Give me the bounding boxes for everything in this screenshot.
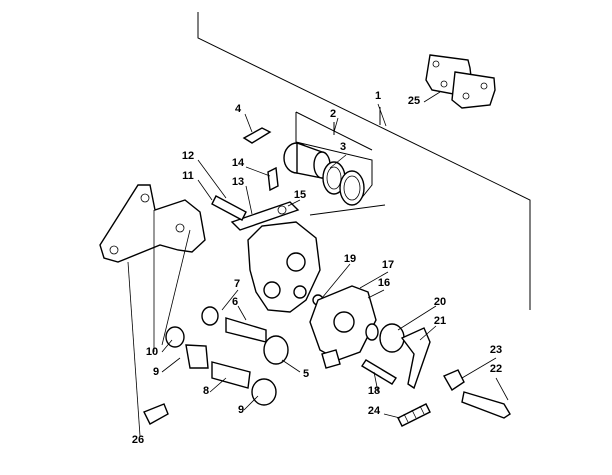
callout-label-16: 16 bbox=[378, 277, 390, 289]
caliper-body bbox=[247, 221, 321, 313]
callout-label-13: 13 bbox=[232, 176, 244, 188]
retaining-pin bbox=[230, 201, 300, 231]
callout-label-18: 18 bbox=[368, 385, 380, 397]
pivot-bolt bbox=[461, 391, 511, 419]
actuator-housing bbox=[309, 285, 377, 369]
callout-label-17: 17 bbox=[382, 259, 394, 271]
callout-label-24: 24 bbox=[368, 405, 381, 417]
callout-label-9: 9 bbox=[238, 404, 244, 416]
actuator-shaft bbox=[365, 323, 405, 353]
nut bbox=[443, 369, 465, 391]
callout-labels: 1234567899101112131415161718192021222324… bbox=[132, 90, 502, 446]
piston bbox=[283, 142, 331, 179]
callout-label-19: 19 bbox=[344, 253, 356, 265]
callout-label-5: 5 bbox=[303, 368, 309, 380]
callout-label-15: 15 bbox=[294, 189, 306, 201]
mounting-bracket bbox=[99, 184, 206, 263]
callout-label-20: 20 bbox=[434, 296, 446, 308]
brake-pads bbox=[425, 54, 496, 109]
callout-label-10: 10 bbox=[146, 346, 158, 358]
brake-lever bbox=[400, 327, 431, 390]
callout-label-9: 9 bbox=[153, 366, 159, 378]
callout-label-7: 7 bbox=[234, 278, 240, 290]
callout-label-1: 1 bbox=[375, 90, 381, 102]
callout-label-14: 14 bbox=[232, 157, 245, 169]
callout-label-4: 4 bbox=[235, 103, 242, 115]
callout-label-25: 25 bbox=[408, 95, 420, 107]
assembly-frame bbox=[197, 12, 531, 310]
seal-rings bbox=[322, 161, 365, 206]
callout-label-21: 21 bbox=[434, 315, 446, 327]
pad-clip bbox=[242, 127, 272, 144]
callout-label-8: 8 bbox=[203, 385, 209, 397]
callout-label-3: 3 bbox=[340, 141, 346, 153]
callout-label-26: 26 bbox=[132, 434, 144, 446]
spring bbox=[397, 403, 431, 427]
callout-label-23: 23 bbox=[490, 344, 502, 356]
callout-label-11: 11 bbox=[182, 170, 194, 182]
callout-label-22: 22 bbox=[490, 363, 502, 375]
bleeder-valve bbox=[267, 166, 279, 192]
leader-lines bbox=[127, 91, 509, 437]
housing-bolt bbox=[361, 359, 397, 385]
callout-label-12: 12 bbox=[182, 150, 194, 162]
bracket-bolt bbox=[143, 403, 169, 425]
caliper-bolt bbox=[211, 195, 247, 221]
callout-label-6: 6 bbox=[232, 296, 238, 308]
pins-and-bushings bbox=[165, 306, 289, 406]
callout-label-2: 2 bbox=[330, 108, 336, 120]
